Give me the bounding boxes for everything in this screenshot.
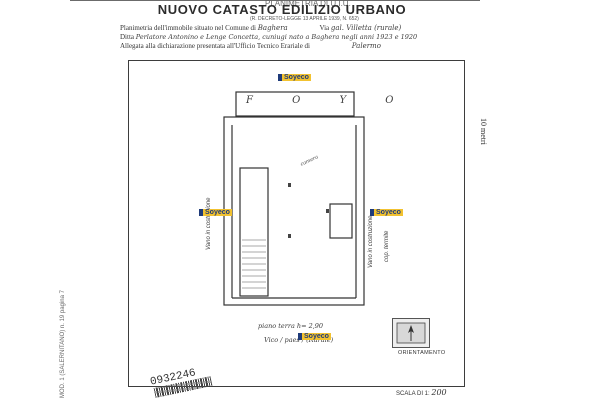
top-room-outline xyxy=(235,91,355,117)
planimetria-row: Planimetria dell'immobile situato nel Co… xyxy=(120,24,401,32)
top-small-text: PLANIMETRIA DI U.I.U. xyxy=(265,0,351,8)
allegata-value: Palermo xyxy=(351,42,381,50)
ditta-value: Perlatore Antonino e Lenge Concetta, cun… xyxy=(135,33,418,41)
annotation-right: Vano in costruzione xyxy=(368,215,374,268)
drawing-frame xyxy=(128,60,465,387)
foyo-label: F O Y O xyxy=(246,95,412,106)
main-building-outline xyxy=(223,116,365,306)
scale-value: 200 xyxy=(431,388,447,397)
orientation-compass-icon xyxy=(396,322,426,344)
annotation-right-2: cop. termite xyxy=(384,230,390,262)
soyeco-logo-left: Soyeco xyxy=(199,209,232,216)
scale-label: SCALA DI 1: xyxy=(396,391,430,397)
via-label: Via xyxy=(319,24,330,32)
stair-steps xyxy=(242,239,266,289)
planimetria-label: Planimetria dell'immobile situato nel Co… xyxy=(120,24,256,32)
ditta-row: Ditta Perlatore Antonino e Lenge Concett… xyxy=(120,33,417,41)
document-subtitle: (R. DECRETO-LEGGE 13 APRILE 1939, N. 652… xyxy=(250,16,359,22)
side-margin-text: MOD. 1 (SALERNITANO) n. 19 pagina 7 xyxy=(60,290,66,398)
orientation-label: ORIENTAMENTO xyxy=(398,350,446,356)
orientation-box xyxy=(392,318,430,348)
document-title: NUOVO CATASTO EDILIZIO URBANO xyxy=(157,2,407,17)
soyeco-logo-bottom: Soyeco xyxy=(298,333,331,340)
allegata-row: Allegata alla dichiarazione presentata a… xyxy=(120,42,381,50)
scale-text: SCALA DI 1: 200 xyxy=(396,388,447,397)
floor-note-1: piano terra h= 2,90 xyxy=(258,322,324,330)
via-value: gal. Villetta (rurale) xyxy=(330,24,402,32)
small-box-right xyxy=(329,203,353,239)
allegata-label: Allegata alla dichiarazione presentata a… xyxy=(120,42,311,50)
floor-note-2: Vico / paes / (Rurale) xyxy=(264,336,334,344)
column-marks xyxy=(288,183,329,238)
top-border-line xyxy=(70,0,480,1)
soyeco-logo-right: Soyeco xyxy=(370,209,403,216)
ditta-label: Ditta xyxy=(120,33,134,41)
annotation-left: Vano in costruzione xyxy=(206,197,212,250)
stair-box xyxy=(239,167,269,297)
planimetria-value: Baghera xyxy=(257,24,288,32)
soyeco-logo-top: Soyeco xyxy=(278,74,311,81)
